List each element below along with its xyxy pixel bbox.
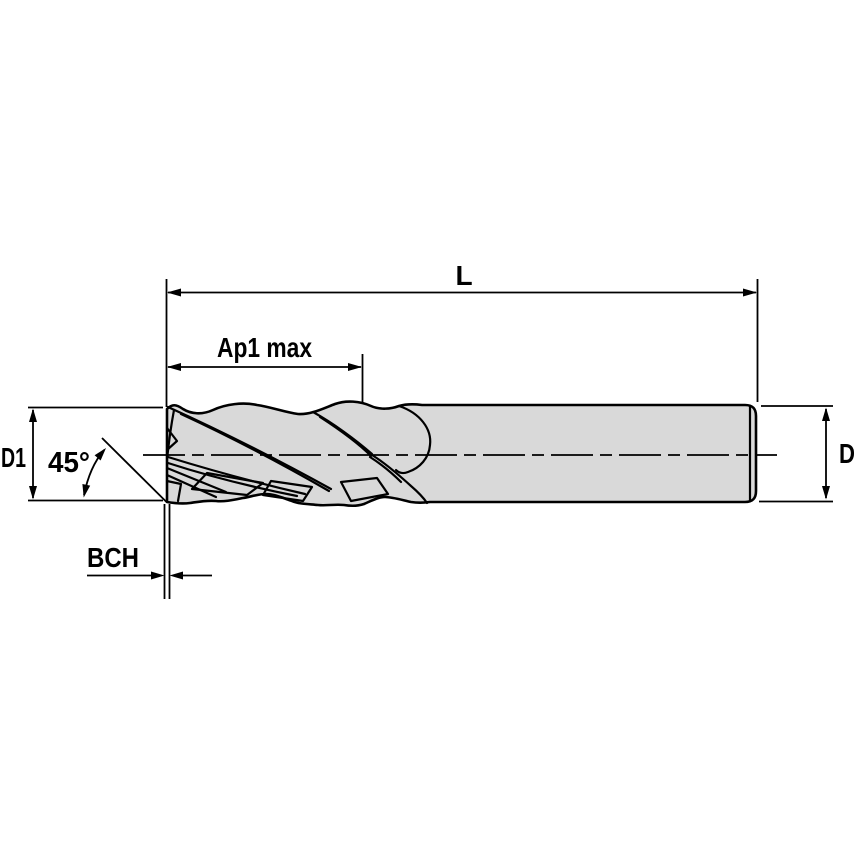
label-cutting-diameter: D1: [1, 442, 26, 473]
dimension-corner-chamfer: BCH: [87, 504, 212, 599]
flute-helix-edge-2a: [311, 410, 374, 456]
tip-edge-sliver-b: [166, 461, 299, 498]
label-shank-diameter: D: [839, 438, 854, 469]
tip-facet-quad-1: [190, 471, 265, 497]
label-chamfer-angle: 45°: [48, 447, 90, 479]
label-max-cutting-depth: Ap1 max: [217, 332, 312, 363]
dimension-cutting-diameter: D1: [1, 406, 163, 502]
tip-facet-quad-2: [261, 479, 314, 503]
tip-fan-line-2: [165, 473, 218, 499]
dimension-shank-diameter: D: [759, 405, 854, 503]
tip-facet-quad-3: [339, 476, 390, 503]
arrowhead-d1-bottom: [29, 486, 37, 500]
arrowhead-L-left: [167, 288, 181, 297]
tip-edge-sliver-a: [166, 455, 307, 496]
tip-notch: [165, 426, 179, 452]
arrowhead-ap1-left: [167, 363, 181, 371]
arrowhead-L-right: [743, 288, 757, 297]
dimension-max-cutting-depth: Ap1 max: [167, 332, 364, 403]
flute-runout-lobe: [394, 404, 432, 475]
arrowhead-d-top: [822, 407, 830, 421]
arrowhead-d1-top: [29, 408, 37, 422]
tip-left-facet: [165, 479, 183, 503]
label-corner-chamfer: BCH: [87, 542, 139, 573]
flute-runout-edge-a: [370, 453, 429, 505]
arrowhead-ap1-right: [348, 363, 362, 371]
annotation-chamfer-angle: 45°: [48, 437, 168, 503]
arrowhead-d-bottom: [822, 486, 830, 500]
arrowhead-bch-right: [169, 571, 183, 580]
chamfer-angle-leg: [101, 437, 168, 503]
flute-runout-edge-b: [368, 455, 403, 484]
flute-helix-edge-2b: [318, 415, 373, 458]
arrowhead-angle-bottom: [82, 484, 91, 498]
end-mill-body: [143, 400, 777, 507]
flute-helix-edge-1b: [179, 412, 331, 493]
dimension-overall-length: L: [165, 260, 759, 407]
tip-fan-line-1: [165, 466, 228, 494]
label-overall-length: L: [455, 260, 472, 291]
arrowhead-bch-left: [151, 571, 165, 580]
arrowhead-angle-top: [94, 448, 106, 461]
